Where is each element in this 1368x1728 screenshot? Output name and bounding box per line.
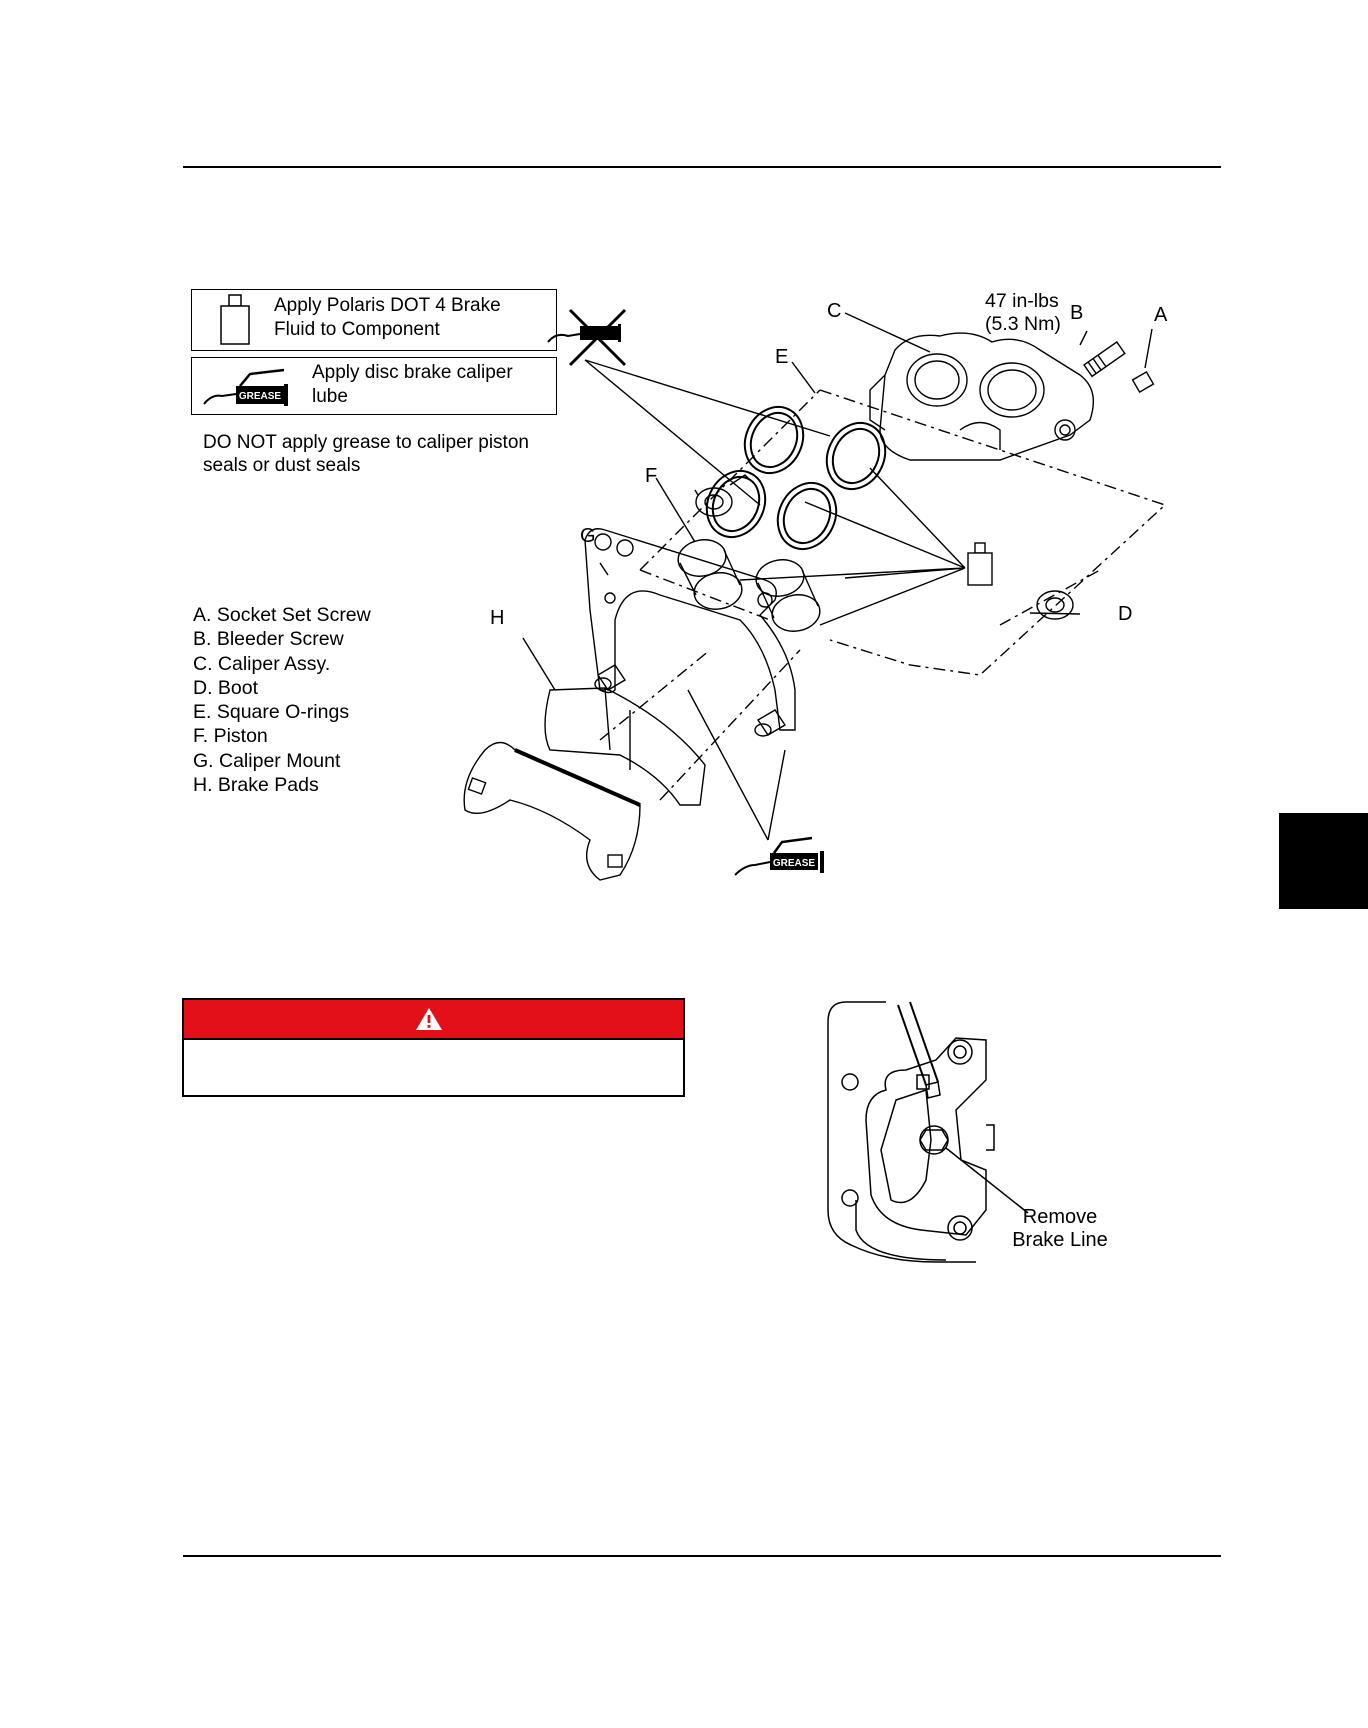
chapter-tab <box>1279 813 1368 909</box>
header-rule <box>183 166 1221 168</box>
brake-fluid-legend-text: Apply Polaris DOT 4 Brake Fluid to Compo… <box>274 295 501 340</box>
callout-a: A <box>1154 304 1168 326</box>
warning-box <box>182 998 685 1097</box>
grease-icon-label: GREASE <box>239 391 282 402</box>
part-d: D. Boot <box>193 676 259 699</box>
socket-set-screw <box>1131 370 1155 394</box>
grease-legend: GREASE Apply disc brake caliper lube <box>191 357 557 415</box>
part-g: G. Caliper Mount <box>193 749 341 772</box>
grease-gun-icon: GREASE <box>203 368 288 406</box>
no-grease-icon <box>547 308 627 367</box>
guide-pins <box>594 664 786 737</box>
boots <box>695 487 1074 620</box>
brake-pads <box>463 687 706 881</box>
callout-d: D <box>1118 603 1133 625</box>
remove-brake-line-label: Remove Brake Line <box>1012 1206 1108 1251</box>
warning-body <box>184 1040 683 1052</box>
part-h: H. Brake Pads <box>193 774 319 797</box>
callout-e: E <box>775 346 789 368</box>
part-b: B. Bleeder Screw <box>193 628 344 651</box>
footer-rule <box>183 1555 1221 1557</box>
part-c: C. Caliper Assy. <box>193 652 331 675</box>
grease-legend-text: Apply disc brake caliper lube <box>312 362 513 407</box>
bleeder-screw <box>1083 341 1126 378</box>
part-a: A. Socket Set Screw <box>193 604 371 626</box>
brake-fluid-bottle-icon <box>967 542 993 586</box>
part-e: E. Square O-rings <box>193 701 350 724</box>
bleeder-torque-spec: 47 in-lbs (5.3 Nm) <box>985 290 1061 335</box>
callout-h: H <box>490 607 505 629</box>
part-f: F. Piston <box>193 725 268 748</box>
warning-header <box>184 1000 683 1040</box>
caliper-mount <box>584 528 796 731</box>
callout-b: B <box>1070 302 1084 324</box>
warning-triangle-icon <box>415 1008 442 1030</box>
callout-f: F <box>645 465 658 487</box>
parts-list: A. Socket Set Screw B. Bleeder Screw C. … <box>193 603 371 797</box>
caliper-body <box>869 332 1094 461</box>
diagram-grease-gun-icon: GREASE <box>734 836 824 876</box>
remove-brake-line-illustration <box>827 1001 1029 1263</box>
square-o-rings <box>705 405 887 551</box>
caliper-exploded-diagram: GREASE <box>463 308 1167 881</box>
brake-fluid-bottle-icon <box>220 294 250 345</box>
pistons <box>677 539 821 632</box>
brake-fluid-legend: Apply Polaris DOT 4 Brake Fluid to Compo… <box>191 289 557 351</box>
callout-g: G <box>580 525 596 547</box>
callout-c: C <box>827 300 842 322</box>
grease-caution-note: DO NOT apply grease to caliper piston se… <box>203 432 529 476</box>
diagram-grease-label: GREASE <box>773 858 816 869</box>
